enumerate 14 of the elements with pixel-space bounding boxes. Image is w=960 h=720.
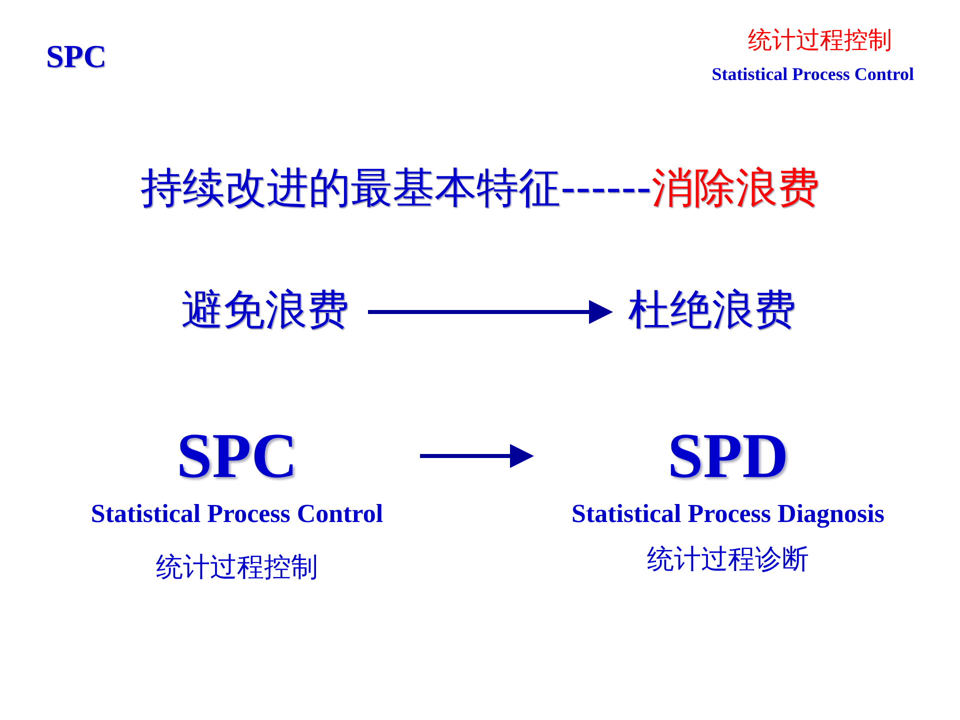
header-text: 统计过程控制 <box>748 25 892 56</box>
chinese-subtitle: 统计过程控制 <box>156 550 318 585</box>
arrow <box>368 300 613 324</box>
english-subtitle: Statistical Process Control <box>90 498 384 529</box>
acronym-heading: SPC <box>176 419 298 493</box>
chinese-subtitle: 统计过程诊断 <box>647 542 809 577</box>
corner-heading: SPC <box>46 38 106 75</box>
node-text: 避免浪费 <box>181 285 349 336</box>
english-subtitle: Statistical Process Diagnosis <box>572 498 884 529</box>
arrow <box>420 444 534 468</box>
title: 持续改进的最基本特征------消除浪费 <box>140 162 820 214</box>
acronym-heading: SPD <box>668 419 788 493</box>
node-text: 杜绝浪费 <box>628 285 796 336</box>
header-subtext: Statistical Process Control <box>712 64 914 85</box>
